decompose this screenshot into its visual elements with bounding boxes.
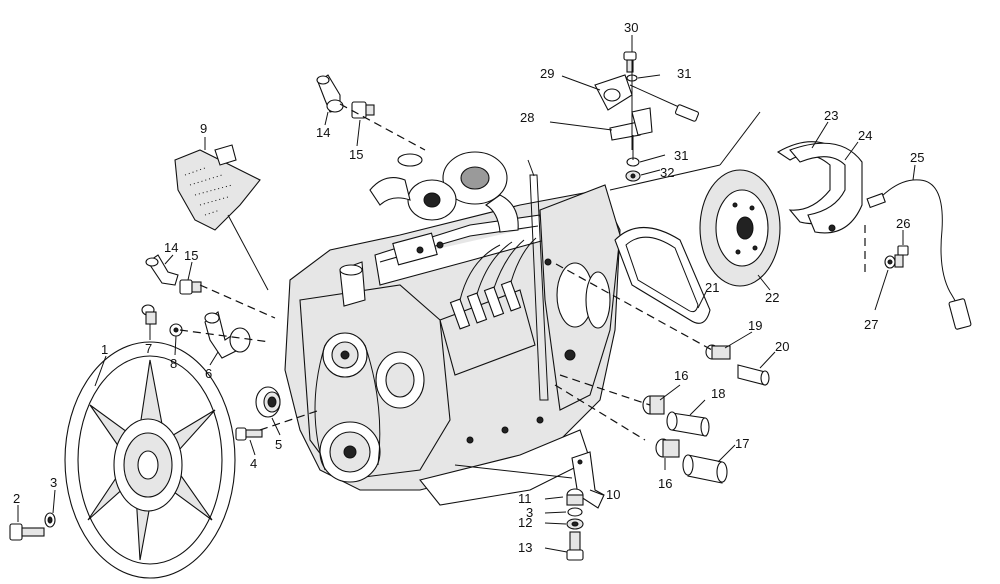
flywheel-gasket [614, 227, 711, 324]
throttle-bracket [609, 107, 653, 141]
label-part-13: 13 [518, 540, 532, 555]
label-part-16b: 16 [658, 476, 672, 491]
label-part-21: 21 [705, 280, 719, 295]
label-part-7: 7 [145, 341, 152, 356]
injection-pump [439, 237, 537, 376]
fan-spacer [255, 386, 281, 418]
temperature-sender [666, 411, 710, 437]
cooling-fan [64, 341, 236, 579]
label-part-27: 27 [864, 317, 878, 332]
label-part-8: 8 [170, 356, 177, 371]
label-part-12: 12 [518, 515, 532, 530]
label-part-20: 20 [775, 339, 789, 354]
label-part-6: 6 [205, 366, 212, 381]
label-part-1: 1 [101, 342, 108, 357]
assembly-lines [179, 60, 866, 479]
adapter-fitting-upper [351, 101, 375, 119]
oil-pressure-sender-upper [642, 395, 665, 415]
pressure-switch [682, 454, 728, 484]
label-part-24: 24 [858, 128, 872, 143]
label-part-22: 22 [765, 290, 779, 305]
coolant-sensor [705, 344, 731, 360]
label-part-30: 30 [624, 20, 638, 35]
outlet-bolt [141, 304, 157, 325]
water-pump-pulley [322, 332, 368, 378]
part-number-labels: 1 2 3 4 5 6 7 8 9 10 11 3 12 13 14 15 14… [13, 20, 924, 555]
oil-pressure-sender-lower [655, 438, 680, 458]
label-part-32: 32 [660, 165, 674, 180]
label-part-3b: 3 [526, 505, 533, 520]
label-part-19: 19 [748, 318, 762, 333]
water-outlet-elbow [204, 311, 251, 359]
heat-shield [174, 144, 261, 231]
label-part-11: 11 [518, 491, 532, 506]
label-part-5: 5 [275, 437, 282, 452]
mount-spacer [566, 488, 584, 506]
mount-washer-lower [566, 518, 584, 530]
lock-washer [44, 512, 56, 528]
speed-sensor-harness [866, 179, 972, 330]
hose-fitting-upper [316, 74, 344, 113]
crankshaft-pulley [319, 421, 381, 483]
label-part-28: 28 [520, 110, 534, 125]
turbocharger [369, 151, 519, 233]
label-part-25: 25 [910, 150, 924, 165]
label-part-15b: 15 [184, 248, 198, 263]
lever-bolt [623, 51, 637, 73]
label-part-4: 4 [250, 456, 257, 471]
label-part-15a: 15 [349, 147, 363, 162]
flexplate [699, 169, 781, 287]
label-part-31b: 31 [674, 148, 688, 163]
label-part-16a: 16 [674, 368, 688, 383]
adapter-fitting-left [179, 279, 202, 295]
lock-nut [625, 170, 641, 182]
cover-plate-outer [789, 142, 863, 234]
label-part-2: 2 [13, 491, 20, 506]
label-part-14b: 14 [164, 240, 178, 255]
leader-lines [17, 35, 916, 553]
label-part-31a: 31 [677, 66, 691, 81]
label-part-3a: 3 [50, 475, 57, 490]
mount-bolt [566, 531, 584, 561]
fan-bolt [235, 427, 263, 441]
fan-mount-bolt [9, 523, 45, 541]
hose-fitting-left [145, 254, 179, 286]
harness-bolt [894, 245, 909, 268]
engine-block [284, 151, 621, 506]
label-part-9: 9 [200, 121, 207, 136]
label-part-17: 17 [735, 436, 749, 451]
label-part-14a: 14 [316, 125, 330, 140]
label-part-18: 18 [711, 386, 725, 401]
sealing-washer [169, 323, 183, 337]
mount-washer-upper [567, 507, 583, 517]
label-part-29: 29 [540, 66, 554, 81]
harness-washer [884, 255, 896, 269]
label-part-10: 10 [606, 487, 620, 502]
label-part-26: 26 [896, 216, 910, 231]
alternator [375, 351, 425, 409]
label-part-23: 23 [824, 108, 838, 123]
speed-sensor [737, 364, 770, 386]
